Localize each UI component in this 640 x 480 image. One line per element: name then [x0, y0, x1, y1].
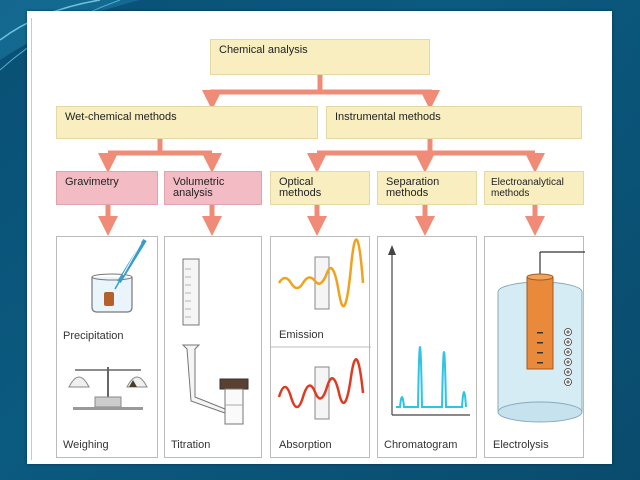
optical-panel: Emission Absorption	[270, 236, 371, 458]
electro-label-2: methods	[491, 188, 530, 199]
titration-caption: Titration	[171, 439, 211, 451]
absorption-illustration	[277, 358, 365, 420]
optical-label-2: methods	[279, 187, 322, 199]
volumetric-label-1: Volumetric	[173, 176, 225, 188]
separation-panel: Chromatogram	[377, 236, 477, 458]
absorption-caption: Absorption	[279, 439, 332, 451]
gravimetry-panel: Precipitation Weighing	[56, 236, 158, 458]
gravimetry-label: Gravimetry	[65, 176, 119, 188]
balance-illustration	[68, 367, 148, 410]
weighing-caption: Weighing	[63, 439, 109, 451]
slide-divider	[31, 18, 32, 460]
separation-label-1: Separation	[386, 176, 440, 188]
instrumental-box: Instrumental methods	[326, 106, 582, 139]
optical-label-1: Optical	[279, 176, 314, 188]
optical-box: Optical methods	[270, 171, 370, 205]
volumetric-panel: Titration	[164, 236, 262, 458]
emission-illustration	[271, 238, 371, 348]
gravimetry-box: Gravimetry	[56, 171, 158, 205]
electroanalytical-panel: Electrolysis	[484, 236, 585, 458]
volumetric-box: Volumetric analysis	[164, 171, 262, 205]
precipitation-illustration	[91, 238, 147, 313]
chromatogram-caption: Chromatogram	[384, 439, 458, 451]
electro-label-1: Electroanalytical	[491, 177, 564, 188]
separation-label-2: methods	[386, 187, 429, 199]
chromatogram-illustration	[388, 245, 470, 416]
volumetric-label-2: analysis	[173, 187, 213, 199]
root-box: Chemical analysis	[210, 39, 430, 75]
separation-box: Separation methods	[377, 171, 477, 205]
electrolysis-caption: Electrolysis	[493, 439, 549, 451]
instrumental-label: Instrumental methods	[335, 111, 441, 123]
burette-illustration	[181, 258, 249, 425]
emission-caption: Emission	[279, 329, 324, 341]
precipitation-caption: Precipitation	[63, 330, 124, 342]
wet-chemical-label: Wet-chemical methods	[65, 111, 177, 123]
electroanalytical-box: Electroanalytical methods	[484, 171, 584, 205]
wet-chemical-box: Wet-chemical methods	[56, 106, 318, 139]
electrolysis-illustration	[497, 251, 585, 423]
root-label: Chemical analysis	[219, 44, 308, 56]
